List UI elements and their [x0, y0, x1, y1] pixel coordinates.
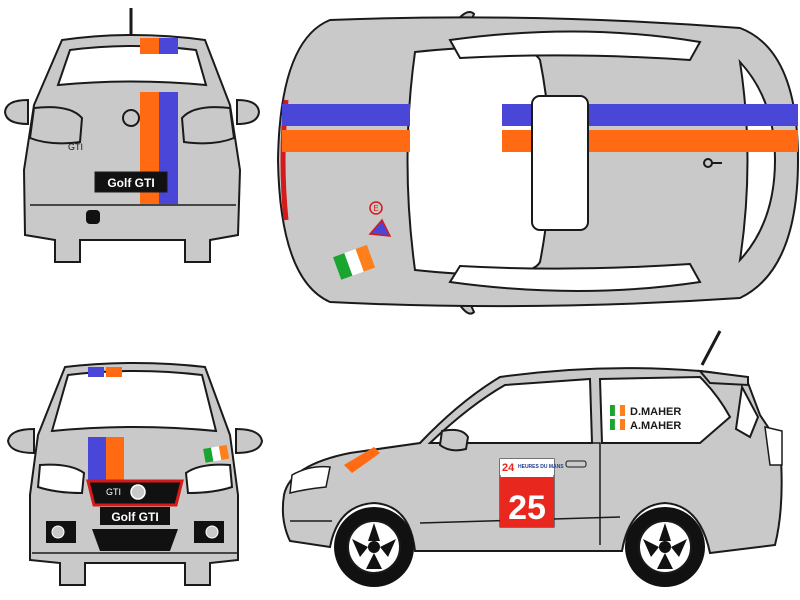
roof-stripe-orange	[140, 38, 159, 54]
top-view-drawing: E	[276, 11, 800, 315]
hood-triangle-icon	[368, 218, 392, 237]
front-roof-stripe-blue	[88, 367, 104, 377]
front-left-mirror	[6, 427, 35, 455]
exhaust	[86, 210, 100, 224]
top-view: E	[270, 0, 800, 330]
left-mirror	[3, 98, 29, 126]
left-fog-light	[51, 525, 65, 539]
side-antenna	[700, 330, 722, 366]
front-plate	[100, 507, 170, 525]
door-handle	[565, 460, 587, 468]
rear-spoiler	[697, 369, 749, 387]
race-24-text: 24	[502, 462, 515, 474]
gti-badge: GTI	[68, 142, 83, 152]
front-view: GTI Golf GTI	[0, 345, 270, 600]
roof-stripe-blue	[159, 38, 178, 54]
rear-wheel	[625, 507, 705, 587]
side-mirror	[438, 428, 470, 452]
hood-marker-icon	[369, 201, 383, 215]
front-roof-stripe-orange	[106, 367, 122, 377]
driver-1-flag-icon	[610, 405, 615, 416]
race-number-header	[500, 459, 554, 475]
rear-plate	[94, 171, 168, 193]
front-ireland-flag-icon	[203, 444, 230, 463]
windshield	[406, 46, 551, 276]
front-right-mirror	[235, 427, 264, 455]
side-view: 24 HEURES DU MANS 25 D.MAHER A.MAHER	[270, 325, 800, 600]
side-window-upper	[448, 30, 702, 62]
right-mirror	[236, 98, 261, 126]
rear-view-drawing: GTI Golf GTI	[3, 8, 261, 263]
grille-badge: GTI	[106, 487, 121, 497]
ireland-flag-icon	[333, 244, 376, 280]
front-plate-text: Golf GTI	[111, 510, 158, 524]
race-number-text: 25	[508, 489, 546, 527]
front-wheel	[334, 507, 414, 587]
driver-2: A.MAHER	[610, 418, 681, 432]
front-bonnet-stripe-blue	[88, 437, 106, 481]
front-bonnet-stripe-orange	[106, 437, 124, 481]
driver-1: D.MAHER	[610, 404, 681, 418]
bonnet-stripe-orange	[282, 130, 410, 152]
side-front-stripe-orange	[344, 447, 380, 473]
driver-2-name: A.MAHER	[630, 420, 681, 432]
lower-grille	[92, 529, 178, 551]
hood-marker-text: E	[373, 204, 378, 213]
rear-view: GTI Golf GTI	[0, 0, 265, 275]
right-fog-light	[205, 525, 219, 539]
driver-1-name: D.MAHER	[630, 406, 681, 418]
side-tail-light	[764, 426, 783, 466]
right-tail-light	[180, 106, 236, 145]
side-window-lower	[448, 262, 702, 292]
front-windshield	[50, 370, 218, 433]
driver-2-flag-icon	[610, 419, 615, 430]
right-headlight	[184, 463, 234, 495]
front-vw-logo-icon	[130, 484, 146, 500]
left-tail-light	[28, 106, 84, 145]
bonnet-stripe-blue	[282, 104, 410, 126]
sunroof	[531, 95, 589, 231]
front-view-drawing: GTI Golf GTI	[6, 362, 264, 586]
side-rear-window	[598, 375, 732, 444]
race-number-panel	[500, 477, 554, 527]
door-line	[430, 442, 601, 545]
side-headlight	[289, 465, 331, 494]
side-view-drawing: 24 HEURES DU MANS 25 D.MAHER A.MAHER	[281, 330, 783, 587]
rear-quarter-window	[734, 383, 760, 439]
rear-plate-text: Golf GTI	[107, 176, 154, 190]
race-heures-text: HEURES DU MANS	[518, 464, 564, 470]
left-headlight	[36, 463, 86, 495]
vw-logo-icon	[122, 109, 140, 127]
rear-window	[56, 45, 208, 87]
